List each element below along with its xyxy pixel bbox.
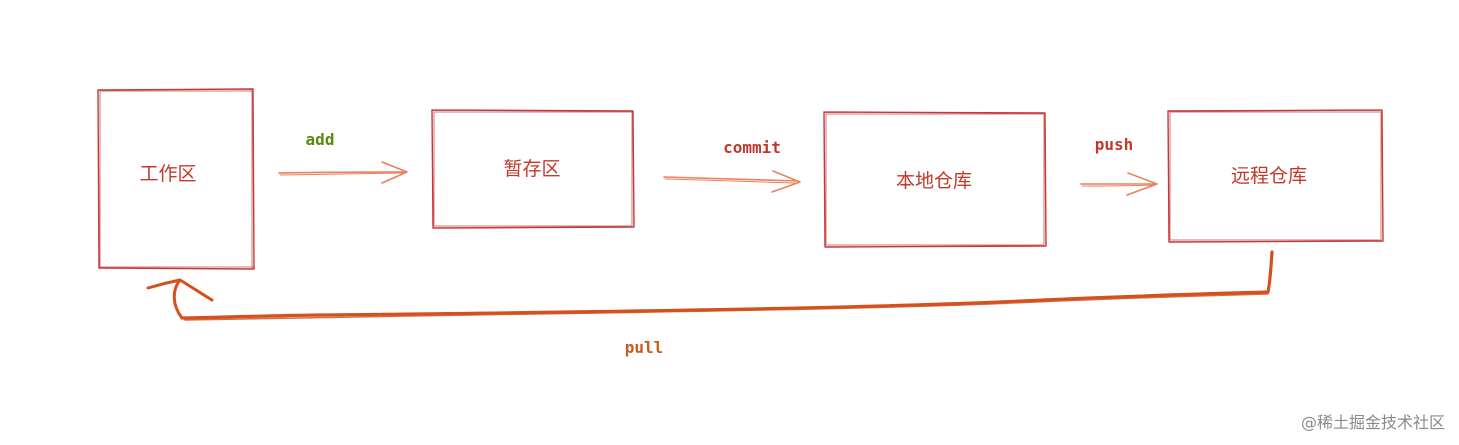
node-workspace-label: 工作区	[139, 163, 196, 185]
node-remote-repo: 远程仓库	[1167, 109, 1384, 243]
node-local-repo: 本地仓库	[823, 111, 1047, 248]
edge-commit-label: commit	[723, 138, 781, 157]
edge-commit: commit	[663, 138, 801, 193]
node-local-repo-label: 本地仓库	[896, 170, 972, 192]
edge-add: add	[278, 130, 408, 184]
edge-add-arrowhead	[381, 161, 408, 184]
edge-commit-arrowhead	[771, 170, 801, 193]
edge-pull: pull	[146, 250, 1274, 357]
node-workspace: 工作区	[97, 88, 255, 270]
node-staging-label: 暂存区	[503, 158, 560, 180]
edge-push-arrowhead	[1126, 172, 1158, 196]
edge-push-label: push	[1095, 135, 1134, 154]
edge-push: push	[1080, 135, 1158, 196]
node-staging: 暂存区	[431, 109, 635, 229]
edge-pull-label: pull	[625, 338, 664, 357]
edge-pull-arrowhead	[146, 278, 214, 320]
watermark: @稀土掘金技术社区	[1300, 413, 1445, 432]
edge-add-label: add	[306, 130, 335, 149]
node-remote-repo-label: 远程仓库	[1231, 165, 1307, 187]
